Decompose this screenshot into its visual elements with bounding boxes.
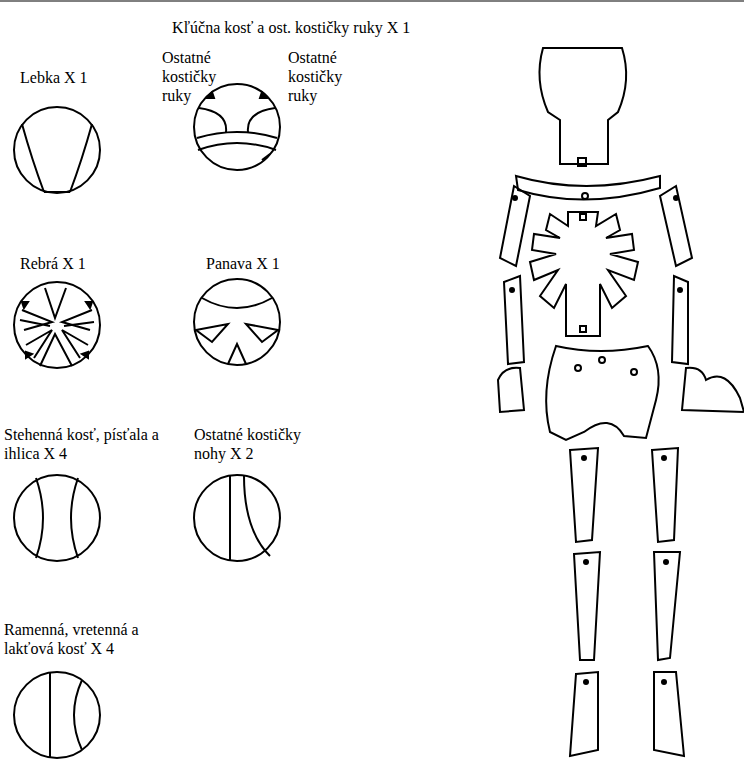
part-label: Ostatné kostičky nohy X 2 [194,425,334,463]
part-label: Ramenná, vretenná a lakťová kosť X 4 [4,620,164,658]
part-label: Ostatné kostičky ruky [162,48,228,105]
heading-label: Kľúčna kosť a ost. kostičky ruky X 1 [172,18,502,37]
part-label: Rebrá X 1 [20,254,160,273]
part-label: Stehenná kosť, písťala a ihlica X 4 [4,425,172,463]
part-label: Panava X 1 [206,254,346,273]
part-label: Lebka X 1 [20,68,160,87]
part-label: Ostatné kostičky ruky [288,48,354,105]
